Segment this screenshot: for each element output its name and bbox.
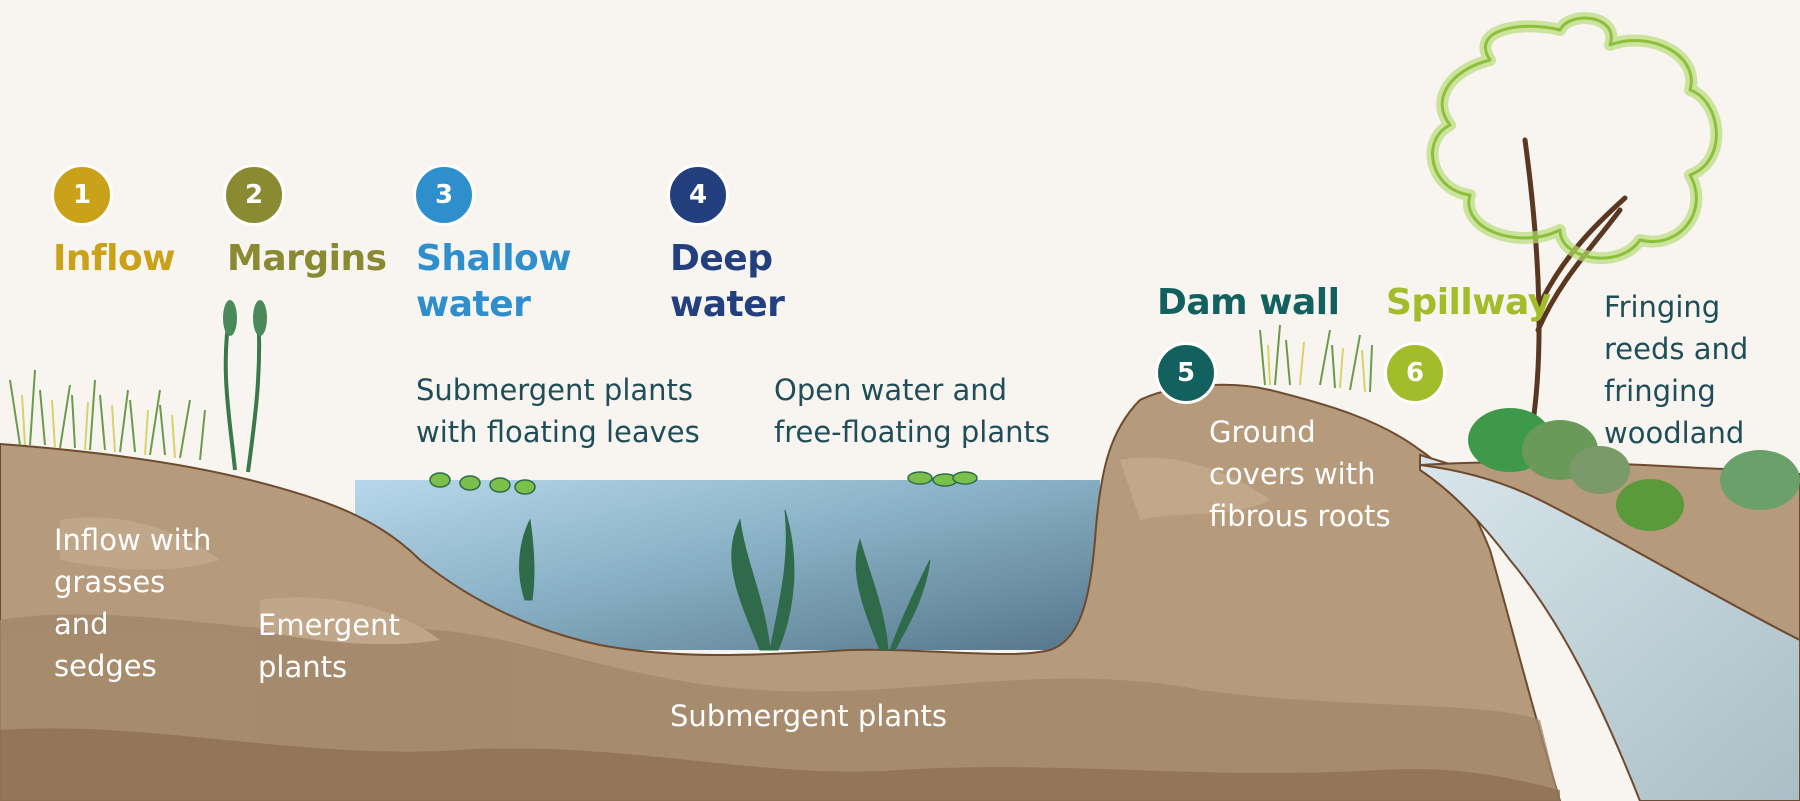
zone-badge-3: 3 [413,164,475,226]
zone-badge-2: 2 [223,164,285,226]
zone-badge-6: 6 [1384,342,1446,404]
label-open-water: Open water and free-floating plants [774,373,1050,449]
zone-title-deep-water: Deep water [670,238,785,325]
label-inflow-grasses: Inflow with grasses and sedges [54,523,212,683]
label-emergent: Emergent plants [258,608,400,684]
zone-title-dam-wall: Dam wall [1157,282,1340,323]
zone-title-spillway: Spillway [1386,282,1551,323]
zone-badge-1: 1 [51,164,113,226]
label-submergent: Submergent plants [670,699,948,733]
emergent-plant [223,300,267,473]
dam-grasses [1259,324,1373,393]
zone-badge-4: 4 [667,164,729,226]
shrubs [1468,408,1800,531]
zone-badge-5: 5 [1155,342,1217,404]
label-submergent-floating: Submergent plants with floating leaves [416,373,700,449]
zone-title-margins: Margins [227,238,387,279]
label-ground-covers: Ground covers with fibrous roots [1209,415,1391,533]
floating-leaves [429,471,978,495]
zone-title-shallow-water: Shallow water [416,238,572,325]
inflow-grasses [9,369,206,461]
zone-title-inflow: Inflow [53,238,176,279]
submergent-plants [519,509,931,651]
label-fringing: Fringing reeds and fringing woodland [1604,290,1749,450]
soil-deep [0,728,1560,801]
tree-illustration [1426,12,1723,443]
